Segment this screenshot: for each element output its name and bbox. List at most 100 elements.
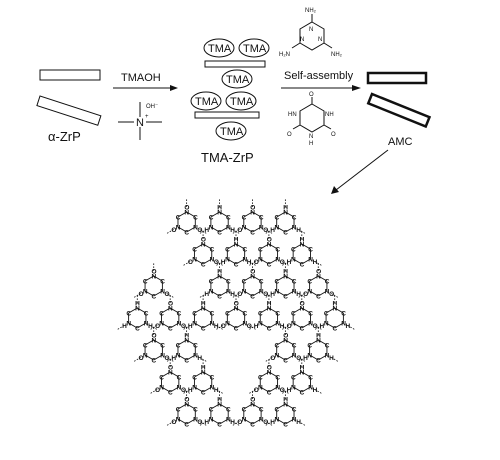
network-atom: C <box>307 342 312 349</box>
network-atom: N <box>176 352 181 359</box>
network-atom: N <box>292 224 297 231</box>
network-atom: H <box>217 396 222 403</box>
network-atom: N <box>209 416 214 423</box>
tma-ellipse <box>225 91 257 111</box>
hydrogen-bond <box>166 229 174 234</box>
network-atom: C <box>242 278 247 285</box>
ring-bond <box>169 386 180 393</box>
ring-bond <box>210 403 220 410</box>
ring-bond <box>186 418 196 425</box>
ring-bond <box>292 258 303 265</box>
ring-bond <box>219 226 229 233</box>
network-atom: N <box>217 273 222 280</box>
amc-sheets <box>366 71 432 129</box>
network-atom: O <box>287 323 292 330</box>
network-atom: N <box>307 288 312 295</box>
network-atom: N <box>210 256 215 263</box>
network-atom: H <box>287 387 292 394</box>
network-atom: N <box>300 305 305 312</box>
network-atom: C <box>291 310 296 317</box>
svg-text:TMA: TMA <box>243 43 267 55</box>
network-atom: H <box>201 300 206 307</box>
network-atom: N <box>341 320 346 327</box>
ring-bond <box>268 386 278 393</box>
network-atom: N <box>259 288 264 295</box>
network-atom: H <box>230 419 235 426</box>
network-atom: C <box>292 342 297 349</box>
ring-bond <box>276 275 286 282</box>
ring-bond <box>252 275 262 282</box>
network-atom: N <box>283 209 288 216</box>
network-atom: N <box>159 384 164 391</box>
network-atom: C <box>283 357 288 364</box>
ring-bond <box>309 354 319 361</box>
network-atom: C <box>192 310 197 317</box>
ring-bond <box>177 418 187 425</box>
ring-bond <box>235 243 245 250</box>
melamine-molecule: NH₂ NH₂ H₂N N N N <box>279 8 343 58</box>
network-atom: O <box>250 268 255 275</box>
network-atom: N <box>217 401 222 408</box>
network-atom: H <box>287 259 292 266</box>
tmaoh-label: TMAOH <box>121 72 161 84</box>
ring-bond <box>202 307 212 314</box>
network-atom: O <box>234 300 239 307</box>
network-atom: C <box>250 421 255 428</box>
network-atom: O <box>197 227 202 234</box>
ring-bond <box>194 322 204 329</box>
network-atom: C <box>259 214 264 221</box>
ring-bond <box>235 307 245 314</box>
ring-bond <box>194 386 204 393</box>
hydrogen-bond <box>265 421 273 426</box>
network-atom: N <box>308 384 313 391</box>
network-atom: C <box>201 389 206 396</box>
network-atom: N <box>209 224 214 231</box>
ring-bond <box>252 403 262 410</box>
network-atom: C <box>300 389 305 396</box>
ring-bond <box>144 339 154 346</box>
network-atoms: OOONCNCNCHHHNCNCNCOOONCNCNCHHHNCNCNCOOON… <box>122 204 350 428</box>
ring-bond <box>177 403 187 410</box>
network-atom: C <box>275 406 280 413</box>
network-atom: N <box>210 320 215 327</box>
alpha-zrp-sheets <box>36 69 102 126</box>
network-atom: H <box>296 419 301 426</box>
ring-bond <box>318 339 328 346</box>
hydrogen-bond <box>248 325 257 330</box>
network-atom: C <box>275 278 280 285</box>
network-atom: N <box>234 241 239 248</box>
network-atom: N <box>225 256 230 263</box>
zrp-sheet-top <box>39 69 101 81</box>
network-atom: N <box>283 337 288 344</box>
network-atom: N <box>193 224 198 231</box>
svg-text:TMA: TMA <box>226 74 250 86</box>
network-atom: N <box>316 273 321 280</box>
ring-bond <box>137 307 147 314</box>
ring-bond <box>252 211 262 218</box>
ring-bond <box>169 322 180 329</box>
network-atom: C <box>243 246 248 253</box>
network-atom: C <box>184 357 189 364</box>
svg-text:TMA: TMA <box>220 126 244 138</box>
network-atom: O <box>250 396 255 403</box>
svg-text:NH: NH <box>325 112 334 118</box>
ring-bond <box>309 275 319 282</box>
ring-bond <box>128 322 138 329</box>
zrp-layer <box>194 111 260 119</box>
tma-ellipse <box>215 121 247 141</box>
network-atom: N <box>160 352 165 359</box>
network-atom: N <box>135 305 140 312</box>
network-atom: N <box>275 320 280 327</box>
network-atom: O <box>263 227 268 234</box>
ring-bond <box>161 322 171 329</box>
network-atom: H <box>221 259 226 266</box>
network-atom: N <box>283 401 288 408</box>
network-atom: N <box>192 320 197 327</box>
ring-bond <box>153 275 163 282</box>
tma-hydroxide-structure <box>118 102 162 140</box>
ring-bond <box>210 275 220 282</box>
ring-bond <box>186 211 196 218</box>
network-atom: O <box>267 364 272 371</box>
network-atom: O <box>254 387 259 394</box>
